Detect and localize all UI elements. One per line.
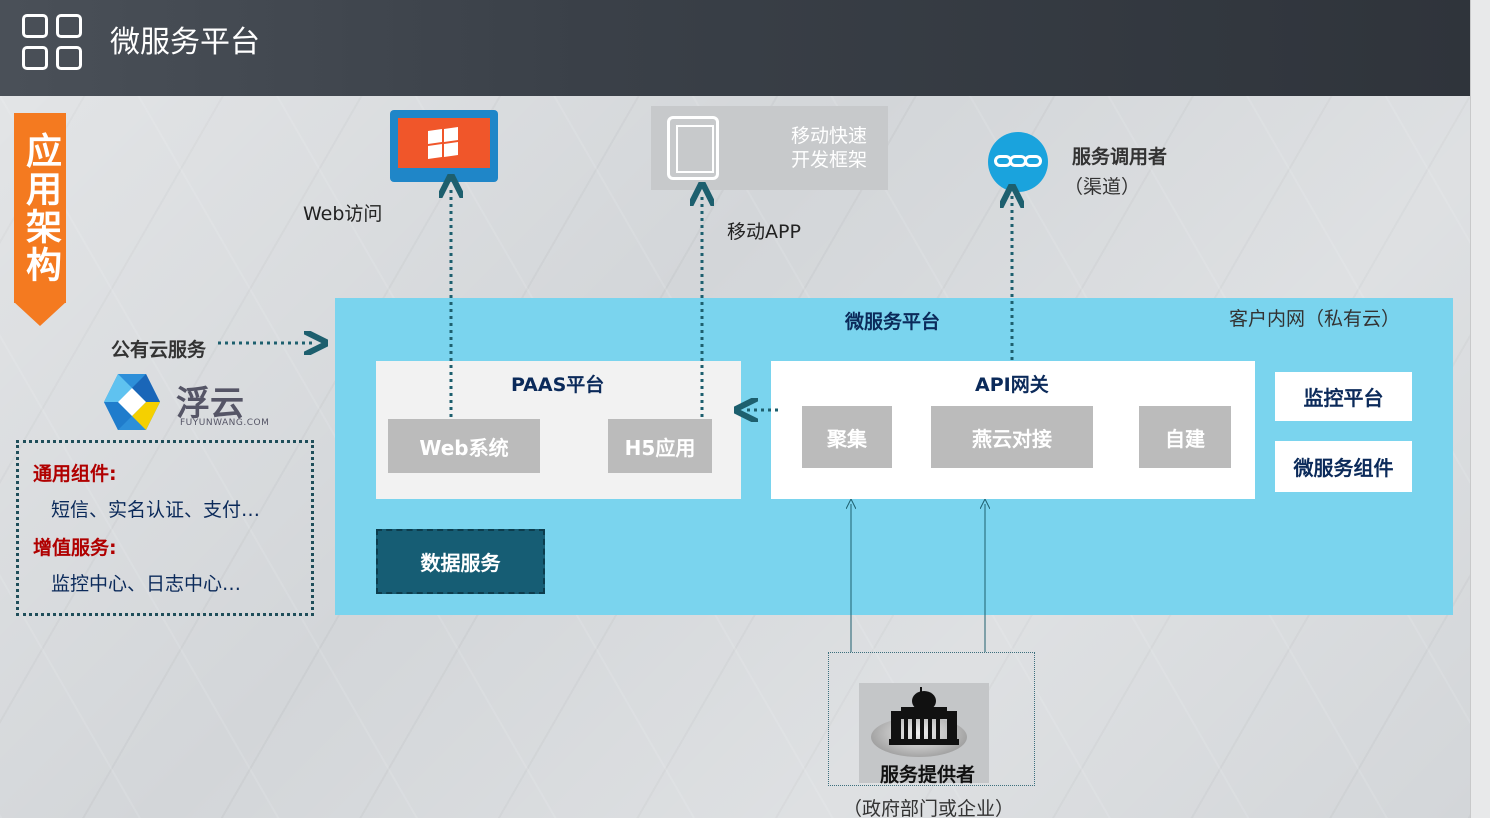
mobile-app-label: 移动APP: [727, 221, 801, 243]
value-added-title: 增值服务:: [33, 537, 117, 559]
mobile-framework-box: 移动快速 开发框架: [651, 106, 888, 190]
h5-app-box: H5应用: [608, 419, 712, 473]
fuyun-brand-name: 浮云: [176, 384, 244, 424]
monitor-platform-box: 监控平台: [1275, 372, 1412, 421]
provider-label: 服务提供者: [880, 764, 976, 786]
paas-platform: PAAS平台 Web系统 H5应用: [376, 361, 741, 499]
yanyun-box: 燕云对接: [931, 406, 1093, 468]
fuyun-mark-icon: [104, 374, 160, 430]
value-added-text: 监控中心、日志中心…: [51, 573, 242, 595]
header-bar: 微服务平台: [0, 0, 1470, 96]
web-monitor-icon: [390, 110, 498, 182]
government-building-icon: [889, 687, 959, 745]
general-components-text: 短信、实名认证、支付…: [51, 499, 261, 521]
page-title: 微服务平台: [110, 25, 260, 60]
cloud-services-panel: 通用组件: 短信、实名认证、支付… 增值服务: 监控中心、日志中心…: [16, 440, 314, 616]
ribbon-tip: [14, 302, 66, 326]
network-label: 客户内网（私有云）: [1229, 308, 1401, 330]
fuyun-logo: 浮云 FUYUNWANG.COM: [104, 374, 269, 430]
fuyun-url: FUYUNWANG.COM: [180, 418, 270, 428]
public-cloud-label: 公有云服务: [111, 339, 207, 361]
data-service-box: 数据服务: [376, 529, 545, 594]
api-gateway: API网关 聚集 燕云对接 自建: [771, 361, 1255, 499]
web-access-label: Web访问: [303, 203, 383, 225]
provider-frame: [828, 652, 1035, 786]
window-edge: [1470, 0, 1490, 818]
microservice-components-box: 微服务组件: [1275, 441, 1412, 492]
grid-menu-icon: [22, 14, 84, 72]
provider-sub: （政府部门或企业）: [843, 798, 1015, 818]
mobile-framework-line2: 开发框架: [791, 149, 868, 171]
api-title: API网关: [975, 374, 1049, 396]
section-ribbon: 应用架构: [14, 113, 66, 303]
service-caller-label: 服务调用者: [1072, 146, 1168, 168]
self-built-box: 自建: [1139, 406, 1231, 468]
chain-link-icon: [988, 132, 1048, 192]
platform-title: 微服务平台: [845, 311, 941, 333]
web-system-box: Web系统: [388, 419, 540, 473]
paas-title: PAAS平台: [511, 374, 605, 396]
provider-box: [859, 683, 989, 783]
service-caller-sub: （渠道）: [1064, 176, 1141, 198]
general-components-title: 通用组件:: [33, 463, 117, 485]
aggregate-box: 聚集: [802, 406, 892, 468]
mobile-framework-line1: 移动快速: [791, 125, 868, 147]
tablet-icon: [667, 116, 719, 180]
